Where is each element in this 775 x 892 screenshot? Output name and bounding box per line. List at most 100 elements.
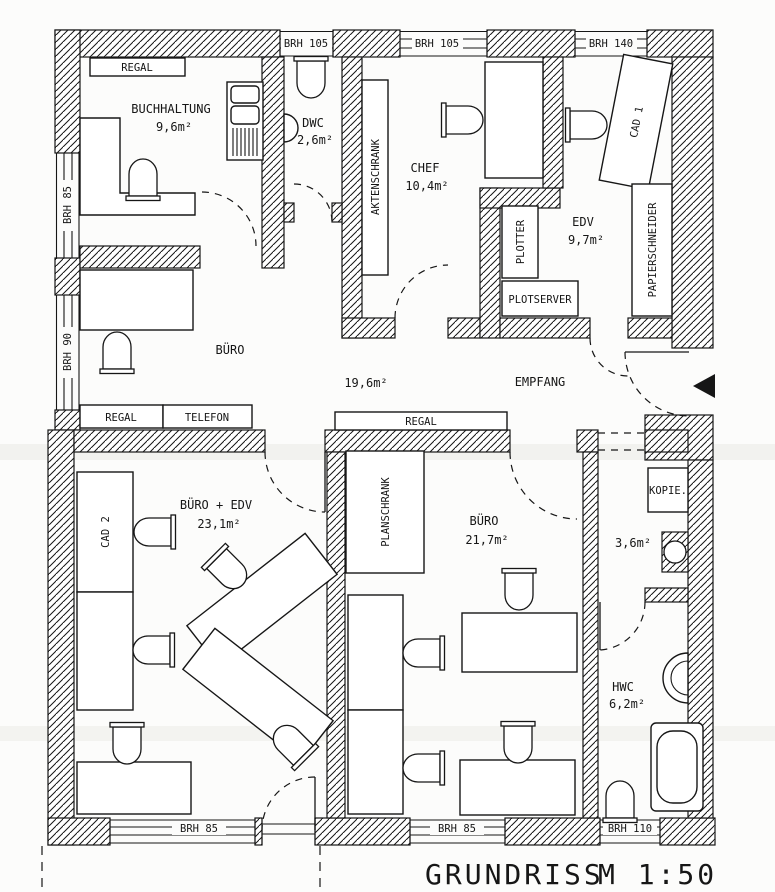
room-name-empfang: EMPFANG [515, 375, 566, 389]
shelf-label: REGAL [121, 62, 153, 74]
chair [132, 632, 176, 668]
window-bottom-2: BRH 85 [409, 818, 506, 845]
title-name: GRUNDRISS [425, 858, 604, 891]
washbasin [662, 652, 689, 704]
window-label: BRH 105 [415, 38, 459, 50]
toilet [602, 780, 638, 824]
window-left-1: BRH 85 [55, 152, 80, 259]
papierschneider-label: PAPIERSCHNEIDER [647, 202, 659, 298]
papierschneider [631, 183, 673, 317]
plotter-label: PLOTTER [515, 219, 527, 264]
desk-cad1 [598, 53, 674, 191]
room-name-dwc: DWC [302, 116, 324, 130]
room-area-edv: 9,7m² [568, 233, 604, 247]
room-name-chef: CHEF [411, 161, 440, 175]
door-swing [293, 183, 333, 223]
window-label: BRH 105 [284, 38, 328, 50]
sink-counter [226, 81, 264, 161]
windows: BRH 105 BRH 105 BRH 140 BRH 85 BRH 90 [55, 30, 661, 845]
shelf-regal-nw [89, 57, 186, 77]
cabinet-aktenschrank [361, 79, 389, 276]
window-top-1: BRH 105 [279, 30, 334, 57]
room-name-hwc: HWC [612, 680, 634, 694]
shelf-regal-mitte [334, 411, 508, 431]
door-swing [264, 451, 326, 513]
room-area-buchhaltung: 9,6m² [156, 120, 192, 134]
desk-label: CAD 1 [628, 106, 646, 139]
room-area-kopie: 3,6m² [615, 536, 651, 550]
room-area-chef: 10,4m² [405, 179, 448, 193]
section-lines [41, 846, 321, 892]
window-label: BRH 85 [180, 823, 218, 835]
window-bottom-1: BRH 85 [109, 818, 256, 845]
chair [402, 750, 446, 786]
room-name-buero-edv: BÜRO + EDV [180, 496, 252, 512]
shelf-telefon [162, 404, 253, 429]
desk [461, 612, 578, 673]
window-top-3: BRH 140 [574, 30, 648, 57]
chair [564, 107, 608, 143]
window-label: BRH 110 [608, 823, 652, 835]
chair [109, 721, 145, 765]
desk [347, 594, 404, 711]
cabinet-planschrank [345, 450, 425, 574]
chair [500, 720, 536, 764]
desk [76, 591, 134, 711]
desk [76, 761, 192, 815]
plotserver-label: PLOTSERVER [508, 294, 572, 306]
room-name-edv: EDV [572, 215, 594, 229]
desk [459, 759, 576, 816]
sink [283, 113, 299, 143]
window-label: BRH 85 [62, 186, 74, 224]
room-area-dwc: 2,6m² [297, 133, 333, 147]
title-scale: M 1:50 [598, 858, 717, 891]
drawing-title: GRUNDRISS M 1:50 [425, 858, 717, 891]
chair [501, 567, 537, 611]
window-label: BRH 90 [62, 333, 74, 371]
opening-dashed [598, 432, 645, 451]
room-area-hwc: 6,2m² [609, 697, 645, 711]
cabinet-label: PLANSCHRANK [380, 477, 392, 547]
window-bottom-3: BRH 110 [599, 818, 661, 845]
room-name-buero-mitte: BÜRO [216, 341, 245, 357]
desk [79, 269, 194, 331]
chair [125, 158, 161, 202]
furniture: REGAL AKTENSCHRANK CAD 1 PLOTTER PLOTSER… [76, 53, 704, 824]
chair [402, 635, 446, 671]
doors [201, 183, 690, 831]
toilet [293, 55, 329, 99]
door-swing [201, 191, 257, 247]
room-area-buero-mitte: 19,6m² [344, 376, 387, 390]
window-top-2: BRH 105 [399, 30, 488, 57]
shelf-label: REGAL [405, 416, 437, 428]
shelf-label: TELEFON [185, 412, 229, 424]
desk [347, 709, 404, 815]
copier [647, 467, 689, 513]
desk [484, 61, 544, 179]
room-area-buero-edv: 23,1m² [197, 517, 240, 531]
entrance-arrow-icon [693, 374, 715, 398]
window-label: BRH 140 [589, 38, 633, 50]
bathtub-inner [656, 730, 698, 804]
cabinet-label: AKTENSCHRANK [370, 138, 382, 215]
room-name-buero-sued: BÜRO [470, 512, 499, 528]
desk-label: CAD 2 [100, 516, 112, 548]
shelf-label: REGAL [105, 412, 137, 424]
desk-cad2 [76, 471, 134, 593]
chair [99, 331, 135, 375]
window-left-2: BRH 90 [55, 294, 80, 411]
sink [663, 540, 687, 564]
walls [47, 29, 716, 846]
room-labels: BUCHHALTUNG 9,6m² DWC 2,6m² CHEF 10,4m² … [131, 102, 651, 711]
plotter [501, 205, 539, 279]
door-swing [509, 451, 578, 520]
door-swing [589, 337, 629, 377]
room-name-buchhaltung: BUCHHALTUNG [131, 102, 210, 116]
room-area-buero-sued: 21,7m² [465, 533, 508, 547]
door-swing [261, 776, 316, 831]
door-swing [394, 264, 449, 319]
chair [440, 102, 484, 138]
window-label: BRH 85 [438, 823, 476, 835]
